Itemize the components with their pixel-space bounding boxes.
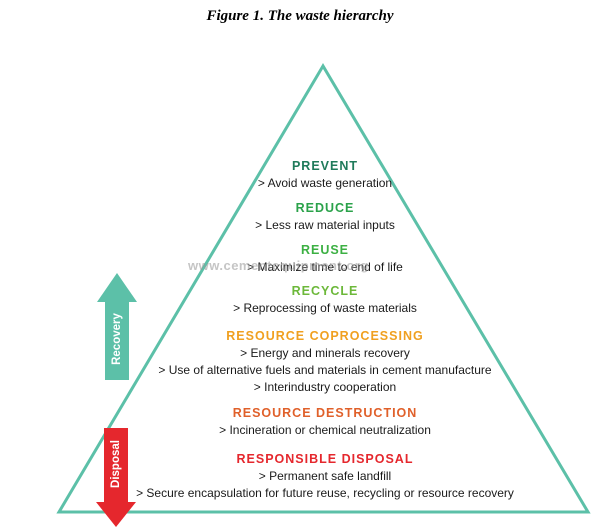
figure-title: Figure 1. The waste hierarchy: [206, 8, 394, 24]
tier-reuse: REUSE > Maximize time to end of life: [50, 242, 600, 276]
recovery-arrow-head: [97, 273, 137, 302]
tier-title: RECYCLE: [291, 284, 359, 298]
disposal-arrow-shaft: [104, 428, 128, 502]
tier-description: > Permanent safe landfill: [258, 469, 392, 483]
tier-reduce: REDUCE > Less raw material inputs: [50, 200, 600, 234]
tier-description: > Secure encapsulation for future reuse,…: [136, 486, 514, 500]
pyramid-outline: [56, 63, 591, 514]
tier-recycle: RECYCLE > Reprocessing of waste material…: [50, 283, 600, 317]
tier-description: > Reprocessing of waste materials: [233, 301, 417, 315]
tier-title: REUSE: [300, 243, 350, 257]
tier-description: > Use of alternative fuels and materials…: [158, 363, 492, 377]
tier-title: RESPONSIBLE DISPOSAL: [236, 452, 414, 466]
disposal-arrow-head: [96, 502, 136, 527]
tier-title: RESOURCE COPROCESSING: [226, 329, 424, 343]
tier-title: REDUCE: [295, 201, 355, 215]
recovery-arrow-shaft: [105, 302, 129, 380]
tier-description: > Less raw material inputs: [255, 218, 395, 232]
tier-resource-coprocessing: RESOURCE COPROCESSING > Energy and miner…: [50, 328, 600, 396]
disposal-arrow: [96, 428, 136, 527]
tier-description: > Energy and minerals recovery: [240, 346, 410, 360]
tier-description: > Avoid waste generation: [257, 176, 393, 190]
recovery-arrow: [97, 273, 137, 380]
tier-description: > Interindustry cooperation: [253, 380, 397, 394]
tier-prevent: PREVENT > Avoid waste generation: [50, 158, 600, 192]
tier-description: > Maximize time to end of life: [247, 260, 403, 274]
tier-responsible-disposal: RESPONSIBLE DISPOSAL > Permanent safe la…: [50, 451, 600, 502]
tier-description: > Incineration or chemical neutralizatio…: [219, 423, 431, 437]
tier-title: PREVENT: [291, 159, 359, 173]
tier-title: RESOURCE DESTRUCTION: [232, 406, 418, 420]
tier-resource-destruction: RESOURCE DESTRUCTION > Incineration or c…: [50, 405, 600, 439]
